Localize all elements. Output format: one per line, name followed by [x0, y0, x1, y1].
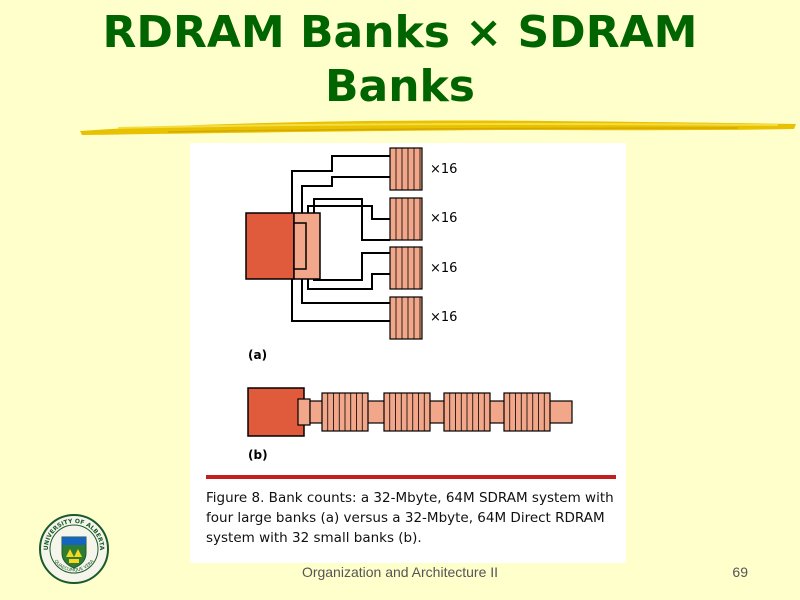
title-line-2: Banks	[324, 61, 475, 112]
sdram-bank-4	[389, 296, 423, 340]
slide-title: RDRAM Banks × SDRAM Banks	[60, 6, 740, 114]
caption-rule	[206, 475, 616, 479]
rdram-bank-group-1	[321, 392, 369, 432]
bank-width-label-3: ×16	[430, 261, 457, 276]
label-b: (b)	[248, 448, 268, 462]
label-a: (a)	[248, 348, 267, 362]
figure-panel: ×16 ×16 ×16 ×16 (a) (b) Figure 8. Bank c…	[190, 143, 626, 563]
rdram-bank-group-2	[383, 392, 431, 432]
bank-width-label-4: ×16	[430, 310, 457, 325]
sdram-bank-1	[389, 147, 423, 191]
figure-caption: Figure 8. Bank counts: a 32-Mbyte, 64M S…	[206, 490, 614, 546]
page-number: 69	[732, 564, 748, 580]
bank-diagram: ×16 ×16 ×16 ×16 (a) (b)	[206, 147, 616, 479]
controller-notch-a	[293, 222, 307, 270]
memory-controller-a	[245, 212, 295, 280]
controller-interface-b	[297, 398, 311, 426]
sdram-bank-2	[389, 197, 423, 241]
title-line-1: RDRAM Banks × SDRAM	[102, 7, 698, 58]
university-crest-logo: UNIVERSITY OF ALBERTA QUAECUMQUE VERA	[39, 514, 109, 584]
rdram-bank-group-4	[503, 392, 551, 432]
bank-width-label-1: ×16	[430, 162, 457, 177]
slide-footer: Organization and Architecture II	[301, 564, 499, 580]
bank-width-label-2: ×16	[430, 211, 457, 226]
rdram-bank-group-3	[443, 392, 491, 432]
title-underline-brush	[80, 120, 796, 135]
sdram-bank-3	[389, 246, 423, 290]
memory-controller-b	[247, 387, 305, 437]
